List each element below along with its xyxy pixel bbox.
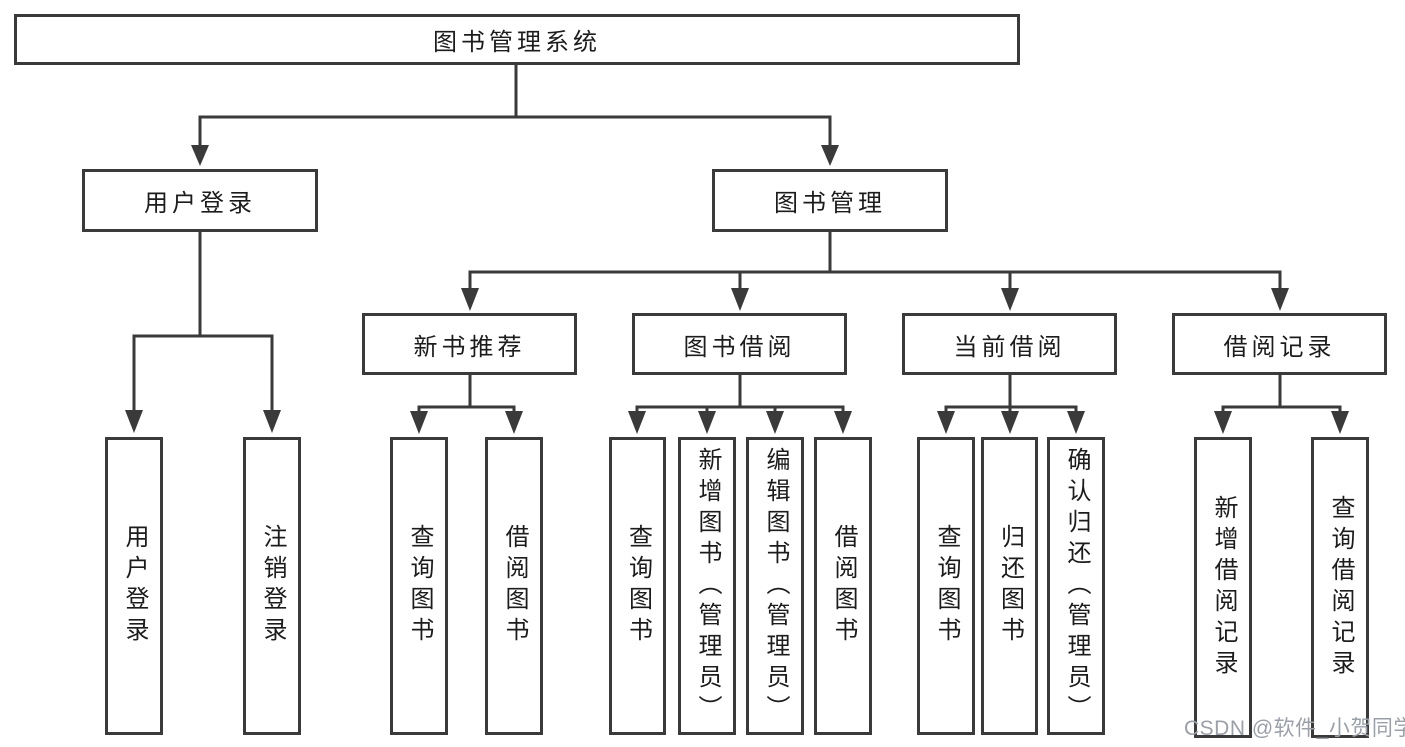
leaf-borrow-books: 借阅图书 — [814, 437, 872, 735]
leaf-confirm-return-admin: 确认归还（管理员） — [1047, 437, 1105, 735]
leaf-return-books: 归还图书 — [981, 437, 1038, 735]
node-borrowing-records: 借阅记录 — [1172, 313, 1387, 375]
leaf-query-books-current: 查询图书 — [917, 437, 975, 735]
leaf-label: 确认归还（管理员） — [1063, 446, 1090, 726]
leaf-label: 借阅图书 — [830, 524, 857, 648]
leaf-label: 用户登录 — [121, 524, 148, 648]
node-book-borrowing: 图书借阅 — [632, 313, 847, 375]
node-new-book-recommendation: 新书推荐 — [362, 313, 577, 375]
leaf-label: 查询图书 — [406, 524, 433, 648]
leaf-query-books-recommend: 查询图书 — [390, 437, 448, 735]
leaf-label: 新增借阅记录 — [1210, 494, 1237, 681]
leaf-user-login: 用户登录 — [105, 437, 163, 735]
csdn-watermark: CSDN @软件_小贺同学 — [1184, 717, 1405, 740]
leaf-label: 注销登录 — [259, 524, 286, 648]
leaf-logout: 注销登录 — [243, 437, 301, 735]
leaf-borrow-books-recommend: 借阅图书 — [485, 437, 543, 735]
node-user-login-branch: 用户登录 — [82, 169, 318, 232]
leaf-label: 查询借阅记录 — [1327, 494, 1354, 681]
leaf-add-books-admin: 新增图书（管理员） — [678, 437, 736, 735]
leaf-label: 查询图书 — [933, 524, 960, 648]
leaf-label: 归还图书 — [996, 524, 1024, 648]
leaf-label: 借阅图书 — [501, 524, 528, 648]
leaf-label: 查询图书 — [624, 524, 652, 648]
leaf-edit-books-admin: 编辑图书（管理员） — [746, 437, 804, 735]
leaf-query-books-borrowing: 查询图书 — [609, 437, 666, 735]
node-library-management-system: 图书管理系统 — [14, 14, 1020, 65]
leaf-add-borrow-record: 新增借阅记录 — [1194, 437, 1252, 738]
leaf-query-borrow-record: 查询借阅记录 — [1311, 437, 1369, 738]
leaf-label: 新增图书（管理员） — [694, 446, 721, 726]
node-book-management: 图书管理 — [712, 169, 948, 232]
node-current-borrowing: 当前借阅 — [902, 313, 1117, 375]
leaf-label: 编辑图书（管理员） — [762, 446, 789, 726]
